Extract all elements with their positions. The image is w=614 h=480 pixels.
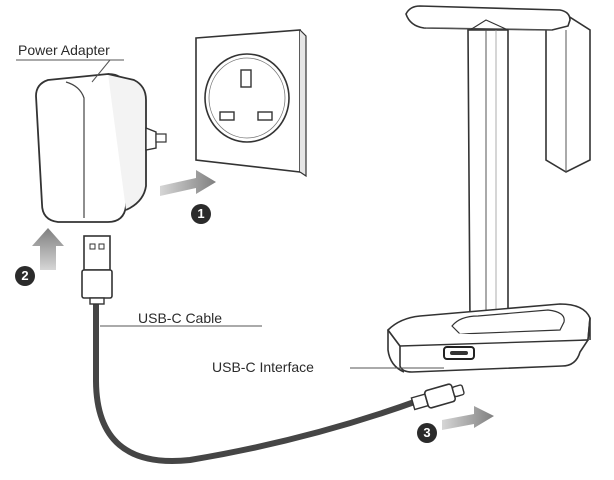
step-3-arrow bbox=[442, 406, 494, 430]
usb-c-cable-cord bbox=[93, 297, 423, 464]
power-adapter-pointer bbox=[91, 59, 111, 83]
headphone-stand-icon bbox=[386, 5, 591, 373]
usb-c-connector-icon bbox=[410, 383, 465, 411]
usb-c-cable-label: USB-C Cable bbox=[138, 310, 223, 326]
usb-c-interface-label: USB-C Interface bbox=[212, 359, 314, 375]
step-2-arrow bbox=[32, 228, 64, 270]
power-adapter-icon bbox=[35, 73, 167, 223]
step-1-arrow bbox=[160, 170, 216, 196]
step-2-badge: 2 bbox=[15, 266, 35, 286]
uk-wall-socket-icon bbox=[195, 29, 307, 178]
step-3-badge: 3 bbox=[417, 423, 437, 443]
power-adapter-label: Power Adapter bbox=[18, 42, 110, 58]
step-1-badge: 1 bbox=[191, 204, 211, 224]
usb-a-connector-icon bbox=[81, 235, 113, 305]
